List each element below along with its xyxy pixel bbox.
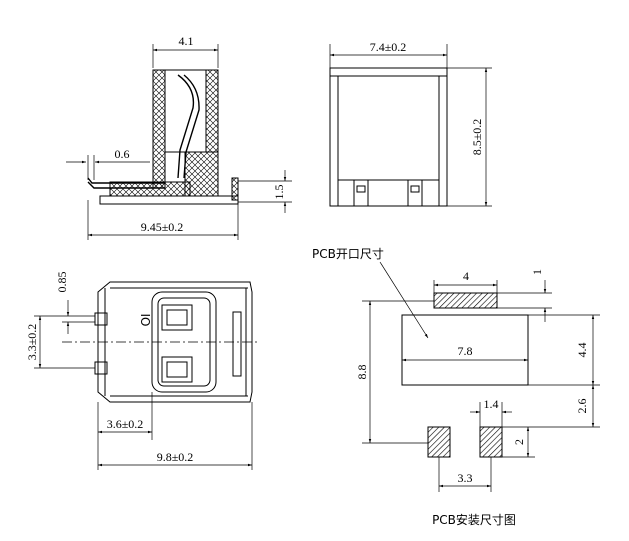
top-view: IO 0.85 3.3±0.2 3.6±0.2 9.8±0.2 xyxy=(25,272,260,470)
pcb-layout: PCB开口尺寸 4 1 7.8 4.4 2.6 8.8 xyxy=(312,247,600,527)
pcb-dim-cutout-width: 7.8 xyxy=(458,344,473,358)
top-dim-pin-width: 0.85 xyxy=(55,272,69,293)
side-dim-total-length: 9.45±0.2 xyxy=(141,220,184,234)
top-dim-offset: 3.6±0.2 xyxy=(107,417,144,431)
pcb-dim-top-pad-width: 4 xyxy=(463,269,469,283)
pcb-dim-pad-pitch: 3.3 xyxy=(458,471,473,485)
pcb-dim-pad-height: 2 xyxy=(512,439,526,445)
side-dim-pin: 0.6 xyxy=(115,147,130,161)
top-dim-total-width: 9.8±0.2 xyxy=(157,450,194,464)
top-marking: IO xyxy=(138,314,152,327)
pcb-dim-gap: 2.6 xyxy=(575,399,589,414)
pcb-title: PCB安装尺寸图 xyxy=(432,512,516,527)
pcb-dim-top-pad-height: 1 xyxy=(530,269,544,275)
pcb-dim-cutout-height: 4.4 xyxy=(575,343,589,358)
top-dim-pitch: 3.3±0.2 xyxy=(25,324,39,361)
pcb-dim-total-height: 8.8 xyxy=(355,365,369,380)
pcb-cutout-label: PCB开口尺寸 xyxy=(312,247,384,261)
front-dim-width: 7.4±0.2 xyxy=(370,40,407,54)
side-dim-width: 4.1 xyxy=(179,34,194,48)
side-view: 4.1 0.6 1.5 9.45±0.2 xyxy=(66,34,292,240)
front-dim-height: 8.5±0.2 xyxy=(470,119,484,156)
front-view: 7.4±0.2 8.5±0.2 xyxy=(329,40,492,207)
pcb-dim-pad-width: 1.4 xyxy=(484,397,499,411)
side-dim-height: 1.5 xyxy=(272,185,286,200)
